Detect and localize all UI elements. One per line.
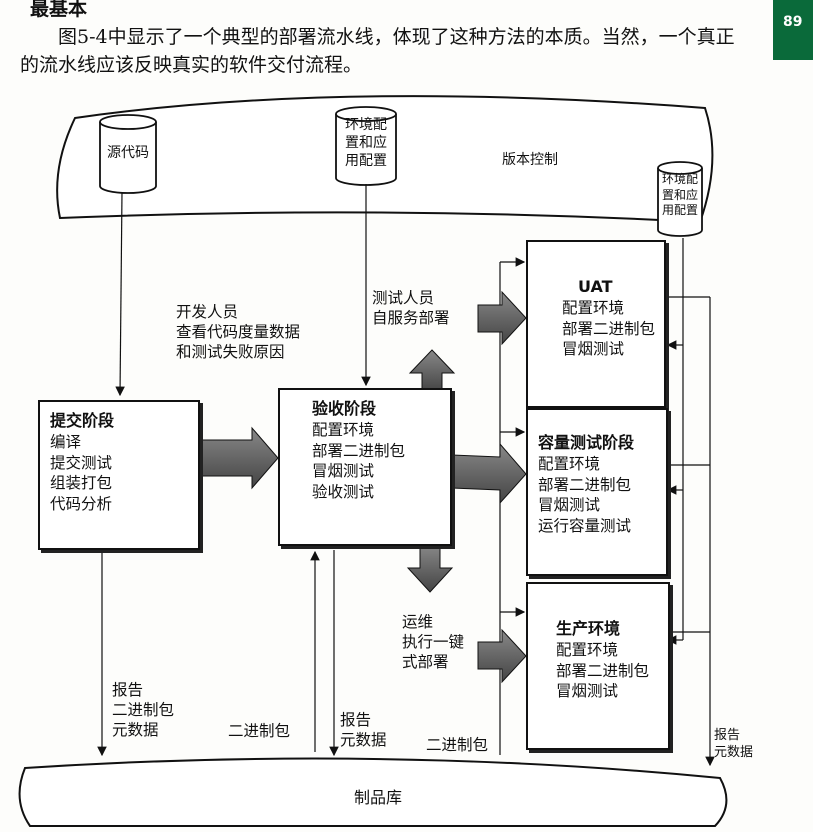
production-stage-title: 生产环境 (556, 619, 621, 638)
acceptance-stage: 验收阶段 配置环境 部署二进制包 冒烟测试 验收测试 (278, 388, 452, 546)
arrow-ops-to-production (477, 628, 527, 684)
commit-report-label: 报告 二进制包 元数据 (112, 681, 175, 740)
commit-stage: 提交阶段 编译 提交测试 组装打包 代码分析 (38, 400, 200, 550)
page-number: 89 (783, 14, 803, 30)
uat-stage-items: 配置环境 部署二进制包 冒烟测试 (562, 298, 656, 359)
env-config-right-label: 环境配 置和应 用配置 (661, 172, 698, 218)
ops-role: 运维 执行一键 式部署 (402, 613, 465, 672)
acceptance-stage-items: 配置环境 部署二进制包 冒烟测试 验收测试 (312, 420, 406, 502)
binary-to-acceptance-label: 二进制包 (228, 722, 291, 740)
commit-stage-title: 提交阶段 (50, 411, 115, 430)
capacity-stage-items: 配置环境 部署二进制包 冒烟测试 运行容量测试 (538, 454, 632, 536)
acceptance-stage-title: 验收阶段 (312, 399, 377, 418)
page-badge: 89 (773, 0, 813, 60)
env-config-label: 环境配 置和应 用配置 (345, 117, 387, 170)
arrow-commit-to-acceptance (201, 426, 279, 490)
production-stage-items: 配置环境 部署二进制包 冒烟测试 (556, 640, 650, 701)
artifact-repo-label: 制品库 (354, 788, 403, 807)
arrow-acceptance-down (406, 544, 454, 593)
source-code-label: 源代码 (107, 145, 149, 161)
version-control-label: 版本控制 (502, 152, 558, 168)
arrow-tester-to-uat (477, 290, 527, 346)
header-line-3: 的流水线应该反映真实的软件交付流程。 (20, 54, 363, 76)
commit-stage-items: 编译 提交测试 组装打包 代码分析 (50, 432, 113, 514)
binary-to-downstream-label: 二进制包 (426, 736, 489, 754)
capacity-stage: 容量测试阶段 配置环境 部署二进制包 冒烟测试 运行容量测试 (526, 408, 668, 576)
header-line-1: 最基本 (30, 0, 88, 20)
tester-role: 测试人员 自服务部署 (372, 289, 450, 328)
arrow-acceptance-up (408, 349, 456, 393)
acceptance-report-label: 报告 元数据 (340, 711, 387, 750)
downstream-report-label: 报告 元数据 (714, 728, 754, 760)
uat-stage: UAT 配置环境 部署二进制包 冒烟测试 (526, 240, 666, 408)
source-code-cylinder (99, 114, 157, 194)
developer-role: 开发人员 查看代码度量数据 和测试失败原因 (176, 303, 301, 362)
artifact-repo-banner (18, 757, 728, 827)
header-line-2: 图5-4中显示了一个典型的部署流水线，体现了这种方法的本质。当然，一个真正 (58, 26, 735, 48)
env-config-cylinder-right (657, 161, 703, 237)
arrow-acceptance-to-capacity (451, 442, 527, 505)
uat-stage-title: UAT (578, 277, 613, 296)
production-stage: 生产环境 配置环境 部署二进制包 冒烟测试 (526, 582, 670, 750)
capacity-stage-title: 容量测试阶段 (538, 433, 635, 452)
